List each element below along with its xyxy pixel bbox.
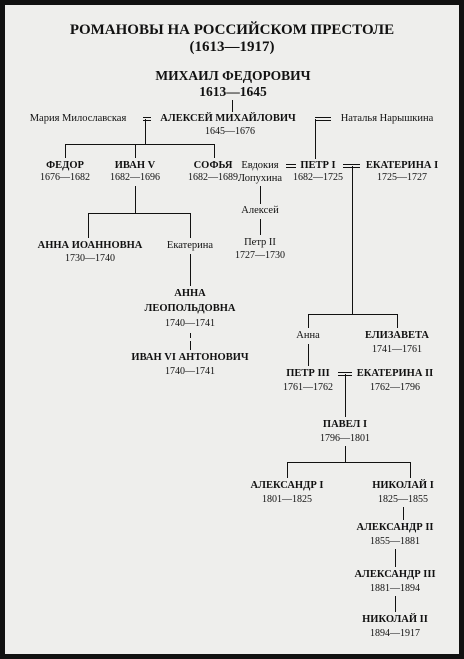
marriage-line-maria [143, 117, 151, 118]
person-name: ФЕДОР [46, 160, 84, 171]
person-name: ЕКАТЕРИНА II [356, 368, 434, 379]
line-to-elizaveta [397, 314, 398, 328]
person-name: ЛЕОПОЛЬДОВНА [144, 303, 236, 314]
node-alexei-son: Алексей [241, 205, 279, 216]
reign-years: 1727—1730 [235, 250, 285, 261]
line-peter1-children [308, 314, 398, 315]
line-to-alexander1 [287, 462, 288, 478]
line-to-fedor [65, 144, 66, 158]
marriage-line-evdokia [286, 167, 296, 168]
person-name: АЛЕКСАНДР III [354, 569, 436, 580]
reign-years: 1801—1825 [262, 494, 312, 505]
line-to-sofia [214, 144, 215, 158]
person-name: АННА ИОАННОВНА [37, 240, 143, 251]
person-name: ИВАН V [114, 160, 156, 171]
person-name: ЕЛИЗАВЕТА [364, 330, 430, 341]
node-ekaterina-ivanovna: Екатерина [166, 240, 214, 251]
node-anna-petrovna: Анна [296, 330, 320, 341]
marriage-line-ekaterina1 [343, 164, 360, 165]
line-natalia-peter1 [315, 119, 316, 159]
reign-years: 1825—1855 [378, 494, 428, 505]
person-name: АЛЕКСАНДР II [356, 522, 434, 533]
person-name: Петр II [244, 237, 276, 248]
person-name: МИХАИЛ ФЕДОРОВИЧ [155, 68, 311, 83]
marriage-line-natalia [315, 120, 331, 121]
reign-years: 1894—1917 [370, 628, 420, 639]
reign-years: 1796—1801 [320, 433, 370, 444]
line-peter3-pavel1 [345, 374, 346, 417]
person-name: АЛЕКСАНДР I [250, 480, 324, 491]
person-name: Лопухина [237, 173, 283, 184]
line-maria-children [145, 119, 146, 144]
marriage-line-natalia [315, 117, 331, 118]
reign-years: 1682—1689 [188, 172, 238, 183]
reign-years: 1725—1727 [377, 172, 427, 183]
line-alexander2-alexander3 [395, 549, 396, 567]
reign-years: 1761—1762 [283, 382, 333, 393]
line-to-nikolai1 [410, 462, 411, 478]
person-name: СОФЬЯ [193, 160, 233, 171]
line-peter1-children [352, 166, 353, 314]
line-pavel1-children [345, 446, 346, 462]
reign-years: 1881—1894 [370, 583, 420, 594]
line-anna-leop-ivan6 [190, 341, 191, 350]
person-name: АННА [174, 288, 206, 299]
person-name: АЛЕКСЕЙ МИХАЙЛОВИЧ [160, 113, 296, 124]
reign-years: 1730—1740 [65, 253, 115, 264]
reign-years: 1676—1682 [40, 172, 90, 183]
line-ivan5-children [88, 213, 190, 214]
line-alexander3-nikolai2 [395, 596, 396, 612]
reign-years: 1682—1696 [110, 172, 160, 183]
person-name: НИКОЛАЙ I [372, 480, 434, 491]
person-name: ПЕТР I [300, 160, 336, 171]
person-name: ПЕТР III [286, 368, 330, 379]
reign-years: 1855—1881 [370, 536, 420, 547]
reign-years: 1741—1761 [372, 344, 422, 355]
node-maria-miloslavskaya: Мария Милославская [29, 113, 127, 124]
line-nikolai1-alexander2 [403, 507, 404, 520]
line-pavel1-children [287, 462, 411, 463]
reign-years: 1613—1645 [199, 84, 267, 99]
marriage-line-maria [143, 120, 151, 121]
reign-years: 1762—1796 [370, 382, 420, 393]
person-name: ЕКАТЕРИНА I [365, 160, 439, 171]
line-to-ekaterina-iv [190, 213, 191, 238]
marriage-line-ekaterina2 [338, 372, 352, 373]
reign-years: 1740—1741 [165, 318, 215, 329]
line-ivan5-children [135, 186, 136, 213]
reign-years: 1740—1741 [165, 366, 215, 377]
line-anna-leop-ivan6 [190, 333, 191, 338]
diagram-title: РОМАНОВЫ НА РОССИЙСКОМ ПРЕСТОЛЕ [69, 22, 395, 38]
reign-years: 1682—1725 [293, 172, 343, 183]
diagram-title-years: (1613—1917) [189, 39, 275, 55]
line-evdokia-alexei [260, 186, 261, 204]
marriage-line-ekaterina1 [343, 167, 360, 168]
line-to-anna-ioannovna [88, 213, 89, 238]
node-natalia-naryshkina: Наталья Нарышкина [340, 113, 434, 124]
marriage-line-evdokia [286, 164, 296, 165]
person-name: ПАВЕЛ I [322, 419, 368, 430]
line-alexei-peter2 [260, 219, 261, 235]
person-name: ИВАН VI АНТОНОВИЧ [131, 352, 249, 363]
line-to-ivan5 [135, 144, 136, 158]
person-name: Евдокия [241, 160, 279, 171]
line-to-anna-petrovna [308, 314, 309, 328]
line-ekaterina-anna-leop [190, 254, 191, 286]
line-anna-peter3 [308, 344, 309, 366]
reign-years: 1645—1676 [205, 126, 255, 137]
line-maria-children [65, 144, 215, 145]
person-name: НИКОЛАЙ II [362, 614, 428, 625]
line-mikhail-alexei [232, 100, 233, 112]
